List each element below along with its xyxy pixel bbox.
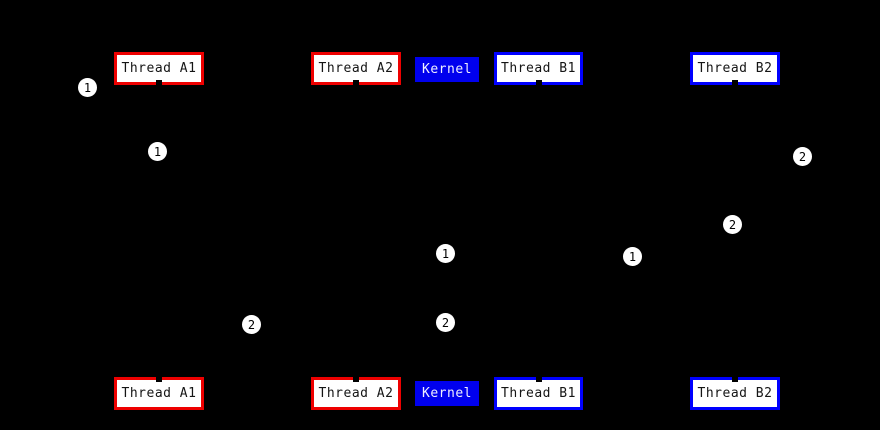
actor-label: Kernel bbox=[422, 62, 472, 77]
actor-box-thread-b2-top: Thread B2 bbox=[690, 52, 780, 87]
actor-box-thread-b2-bottom: Thread B2 bbox=[690, 375, 780, 410]
lifeline-notch bbox=[732, 375, 738, 382]
actor-box-thread-a2-top: Thread A2 bbox=[311, 52, 401, 87]
actor-box-kernel-top: Kernel bbox=[415, 57, 479, 82]
actor-box-thread-a2-bottom: Thread A2 bbox=[311, 375, 401, 410]
lifeline-notch bbox=[156, 375, 162, 382]
step-marker-1: 1 bbox=[78, 78, 97, 97]
lifeline-notch bbox=[535, 80, 542, 87]
actor-label: Thread B1 bbox=[501, 386, 576, 401]
actor-label: Kernel bbox=[422, 386, 472, 401]
lifeline-notch bbox=[353, 375, 359, 382]
actor-label: Thread A1 bbox=[121, 386, 197, 401]
actor-box-thread-a1-bottom: Thread A1 bbox=[114, 375, 204, 410]
actor-label: Thread A2 bbox=[318, 386, 394, 401]
actor-label: Thread B2 bbox=[697, 61, 773, 76]
step-marker-8: 2 bbox=[242, 315, 261, 334]
actor-label: Thread B1 bbox=[501, 61, 576, 76]
actor-label: Thread A2 bbox=[318, 61, 394, 76]
actor-box-thread-b1-top: Thread B1 bbox=[494, 52, 583, 87]
actor-box-thread-b1-bottom: Thread B1 bbox=[494, 375, 583, 410]
actor-label: Thread A1 bbox=[121, 61, 197, 76]
step-marker-6: 1 bbox=[623, 247, 642, 266]
lifeline-notch bbox=[353, 80, 359, 87]
lifeline-notch bbox=[732, 80, 738, 87]
step-marker-5: 1 bbox=[436, 244, 455, 263]
step-marker-2: 1 bbox=[148, 142, 167, 161]
actor-box-kernel-bottom: Kernel bbox=[415, 381, 479, 406]
actor-box-thread-a1-top: Thread A1 bbox=[114, 52, 204, 87]
lifeline-notch bbox=[535, 375, 542, 382]
step-marker-3: 2 bbox=[793, 147, 812, 166]
step-marker-7: 2 bbox=[436, 313, 455, 332]
lifeline-notch bbox=[156, 80, 162, 87]
step-marker-4: 2 bbox=[723, 215, 742, 234]
actor-label: Thread B2 bbox=[697, 386, 773, 401]
